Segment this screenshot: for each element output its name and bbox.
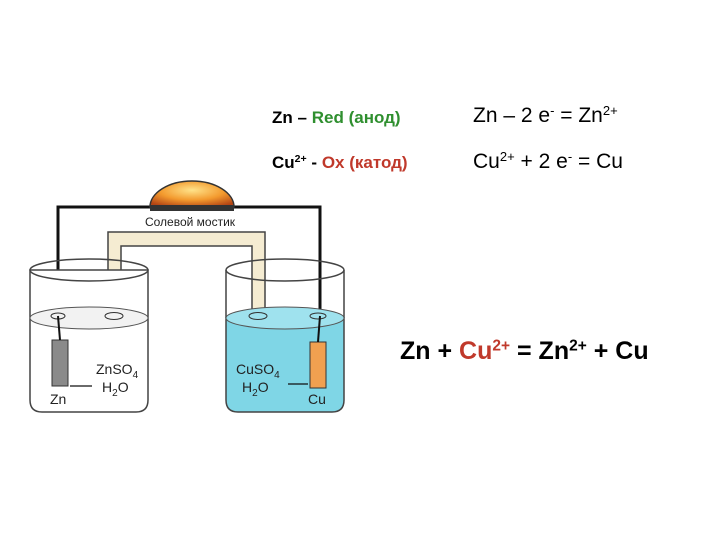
cathode-label: Cu2+ - Ox (катод) [272,153,408,172]
zinc-electrode-label: Zn [50,391,66,407]
anode-label: Zn – Red (анод) [272,108,401,127]
left-solution-formula: ZnSO4 [96,361,139,381]
overall-reaction: Zn + Cu2+ = Zn2+ + Cu [400,337,649,365]
lamp-icon [149,180,235,211]
right-water-formula: H2O [242,379,269,399]
bridge-label: Солевой мостик [145,215,236,229]
copper-electrode [309,341,327,389]
left-beaker [29,258,149,413]
anode-half-reaction: Zn – 2 e- = Zn2+ [473,102,618,127]
copper-electrode-label: Cu [308,391,326,407]
right-solution-formula: CuSO4 [236,361,280,381]
zinc-electrode [51,339,69,387]
cathode-half-reaction: Cu2+ + 2 e- = Cu [473,148,623,173]
left-water-formula: H2O [102,379,129,399]
